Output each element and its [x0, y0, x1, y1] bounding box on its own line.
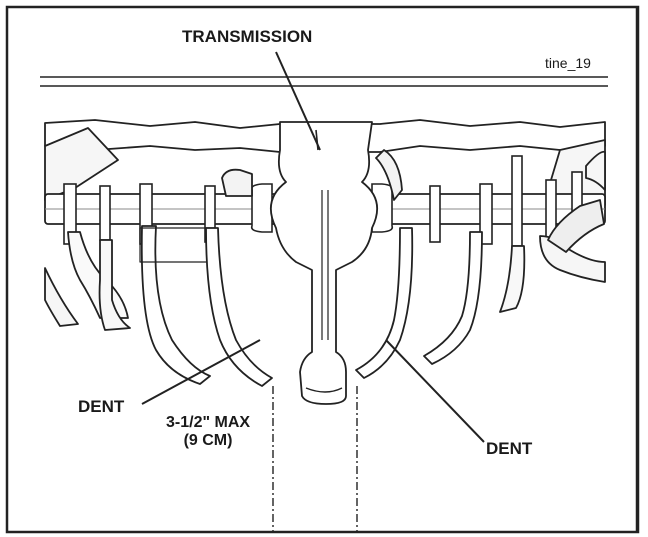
max-spacing-line1: 3-1/2" MAX	[166, 414, 251, 431]
dent-right-label: DENT	[486, 439, 533, 458]
dent-left-leader	[141, 339, 261, 405]
dent-right-leader	[385, 339, 485, 443]
transmission-leader	[275, 51, 321, 151]
figure-tag-label: tine_19	[545, 56, 591, 71]
transmission-housing	[269, 121, 379, 405]
leader-lines	[141, 51, 485, 443]
edge-mask	[608, 40, 636, 520]
max-spacing-line2: (9 CM)	[183, 431, 233, 449]
dimension-lines	[272, 386, 358, 532]
transmission-label: TRANSMISSION	[182, 27, 313, 46]
right-tines	[355, 149, 606, 379]
max-spacing-label: 3-1/2" MAX (9 CM)	[166, 414, 250, 449]
left-tines	[44, 168, 273, 387]
header-rules	[40, 76, 608, 87]
dent-left-label: DENT	[78, 397, 125, 416]
